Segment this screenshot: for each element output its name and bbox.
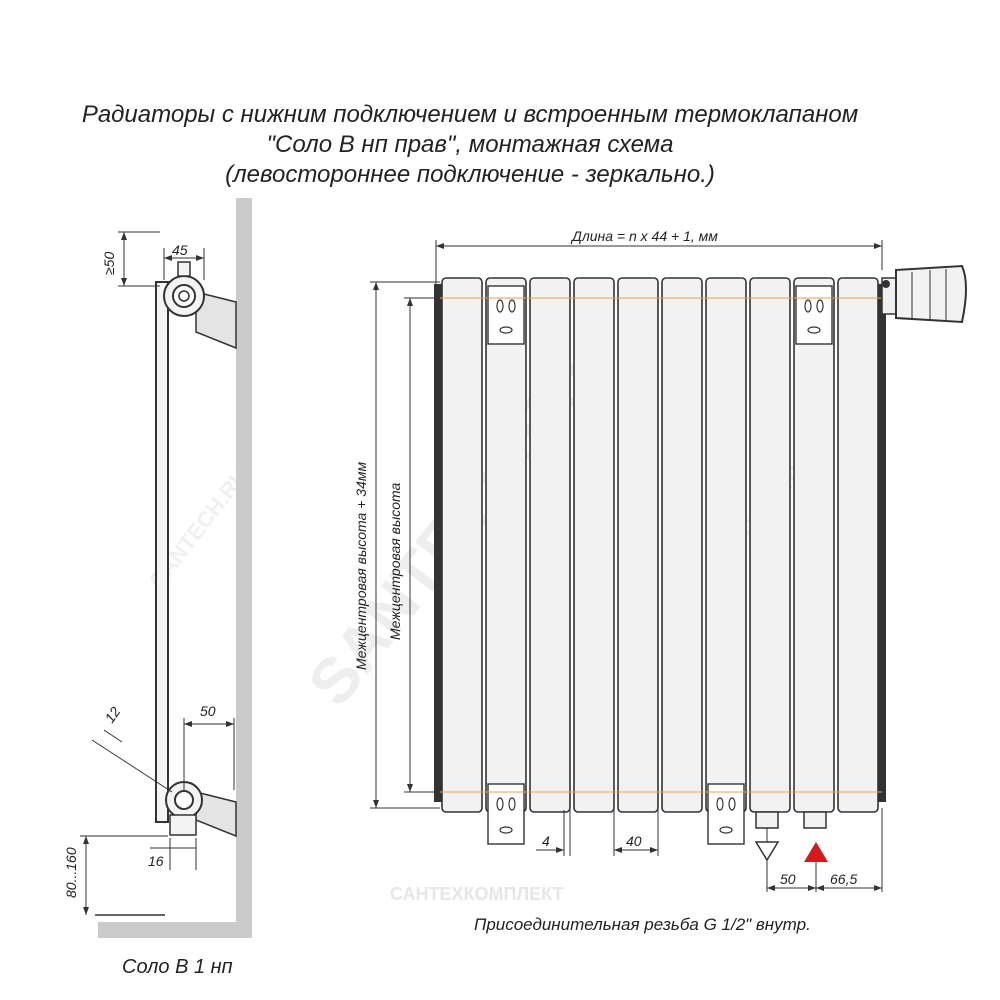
radiator-section [661, 277, 703, 813]
radiator-side-body [155, 281, 169, 823]
diagram-title-line-2: "Соло В нп прав", монтажная схема [266, 131, 674, 158]
radiator-section [529, 277, 571, 813]
radiator-section [837, 277, 879, 813]
bracket-slot [816, 299, 824, 313]
bracket-slot [716, 797, 724, 811]
diagram-title-line-1: Радиаторы с нижним подключением и встрое… [81, 101, 859, 128]
pipe-inlet [803, 811, 828, 862]
bracket-slot [496, 299, 504, 313]
thread-note: Присоединительная резьба G 1/2" внутр. [474, 915, 811, 934]
end-cap-right [878, 284, 886, 802]
pipe-outlet [754, 811, 780, 862]
watermark-company: САНТЕХКОМПЛЕКТ [390, 884, 564, 904]
radiator-section [485, 277, 527, 813]
dim-floor: 80...160 [63, 847, 79, 898]
dim-pipe: 16 [148, 853, 164, 869]
radiator-section [793, 277, 835, 813]
thermostatic-head [881, 264, 967, 324]
radiator-section [705, 277, 747, 813]
dim-pipe-offset: 66,5 [830, 871, 857, 887]
dim-length: Длина = n x 44 + 1, мм [570, 228, 718, 244]
bracket-slot [719, 826, 733, 834]
bracket-slot [804, 299, 812, 313]
dim-top-width: 45 [172, 242, 188, 258]
bracket-slot [508, 299, 516, 313]
radiator-section [749, 277, 791, 813]
dim-top-gap: ≥50 [101, 252, 117, 275]
inlet-marker [804, 842, 828, 862]
dim-angle: 12 [101, 704, 123, 726]
bracket-bottom-left [487, 783, 525, 845]
radiator-section [441, 277, 483, 813]
bracket-top-left [487, 285, 525, 345]
bracket-bottom-right [707, 783, 745, 845]
diagram-title-line-3: (левостороннее подключение - зеркально.) [225, 161, 715, 188]
bracket-slot [807, 326, 821, 334]
bracket-top [195, 291, 237, 350]
bracket-slot [496, 797, 504, 811]
dim-section: 40 [626, 833, 642, 849]
bracket-top-right [795, 285, 833, 345]
dim-bottom-width: 50 [200, 703, 216, 719]
radiator-section [573, 277, 615, 813]
side-view-caption: Соло В 1 нп [122, 956, 233, 978]
dim-height-outer: Межцентровая высота + 34мм [353, 462, 369, 670]
radiator-sections [434, 277, 886, 845]
dim-height-inner: Межцентровая высота [387, 482, 403, 640]
bracket-slot [499, 326, 513, 334]
dim-pipe-spacing: 50 [780, 871, 796, 887]
front-view: Длина = n x 44 + 1, мм Межцентровая высо… [353, 228, 967, 892]
radiator-section [617, 277, 659, 813]
bracket-slot [508, 797, 516, 811]
dim-gap: 4 [542, 833, 550, 849]
wall-floor [98, 922, 252, 938]
bracket-slot [728, 797, 736, 811]
end-cap-left [434, 284, 442, 802]
bracket-slot [499, 826, 513, 834]
side-view: ≥50 45 50 12 16 80...160 [63, 198, 252, 938]
wall [98, 198, 252, 938]
